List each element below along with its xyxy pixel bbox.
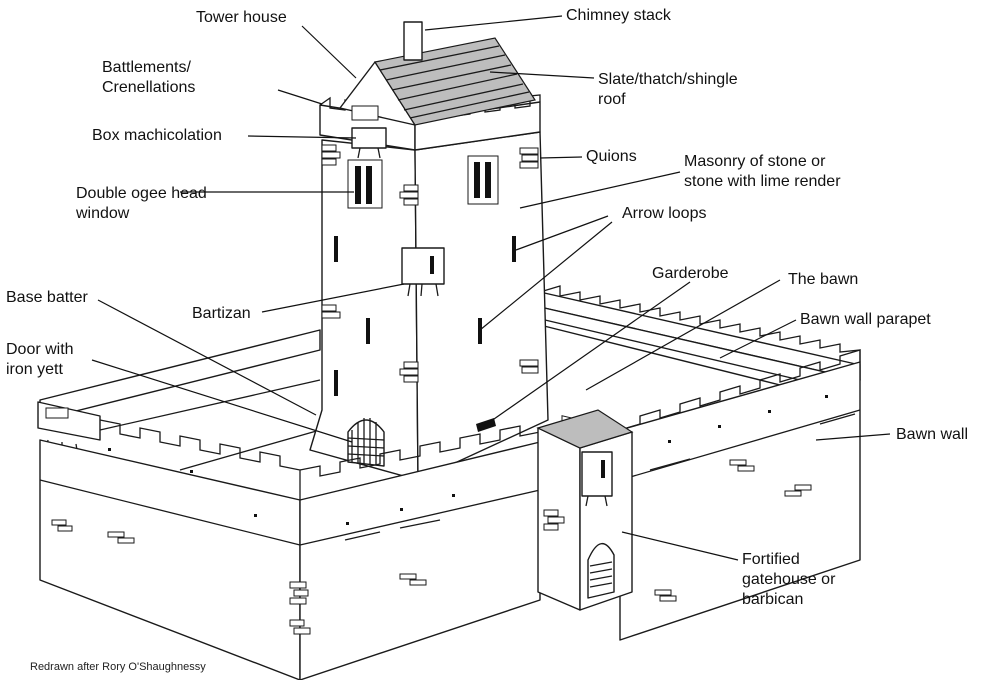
leader-tower-house (301, 25, 357, 79)
leader-lines (91, 15, 891, 561)
leader-chimney (424, 15, 563, 31)
roof-slates (379, 45, 530, 119)
bawn-wall-right (619, 349, 861, 641)
leader-arrow-loops-1 (515, 215, 609, 251)
label-battlements: Battlements/ Crenellations (102, 59, 196, 96)
label-door: Door with iron yett (6, 341, 74, 378)
label-arrow-loops: Arrow loops (622, 205, 707, 222)
label-masonry: Masonry of stone or stone with lime rend… (684, 153, 841, 190)
double-ogee-window (347, 155, 499, 209)
label-the-bawn: The bawn (788, 271, 859, 288)
leader-roof (489, 71, 595, 79)
leader-door (91, 359, 353, 443)
leader-bartizan (261, 283, 405, 313)
label-bartizan: Bartizan (192, 305, 251, 322)
credit-text: Redrawn after Rory O'Shaughnessy (30, 661, 206, 673)
leader-bawn-wall-parapet (719, 319, 797, 359)
label-base-batter: Base batter (6, 289, 88, 306)
label-quoins: Quions (586, 148, 637, 165)
label-box-machicolation: Box machicolation (92, 127, 222, 144)
brick-marks-right (654, 395, 828, 602)
leader-the-bawn (585, 279, 781, 391)
leader-garderobe (483, 281, 691, 427)
leader-gatehouse (621, 531, 739, 561)
door-iron-yett (347, 418, 385, 467)
label-window: Double ogee head window (76, 185, 207, 222)
gatehouse (536, 409, 634, 611)
quoins (321, 144, 539, 383)
label-roof: Slate/thatch/shingle roof (598, 71, 738, 108)
leader-battlements (277, 89, 323, 105)
leader-quoins (539, 156, 583, 159)
label-gatehouse: Fortified gatehouse or barbican (742, 551, 836, 608)
leader-box-machicolation (247, 135, 357, 139)
bawn-wall-front (37, 401, 541, 680)
label-bawn-wall: Bawn wall (896, 426, 969, 443)
leader-bawn-wall (815, 433, 891, 441)
brick-marks-front (51, 448, 455, 635)
leader-masonry (519, 171, 681, 209)
leader-base-batter (97, 299, 317, 416)
label-bawn-wall-parapet: Bawn wall parapet (800, 311, 931, 328)
label-garderobe: Garderobe (652, 265, 729, 282)
label-chimney-stack: Chimney stack (566, 7, 671, 24)
label-tower-house: Tower house (196, 9, 287, 26)
leader-arrow-loops-2 (479, 221, 613, 331)
tower-house (309, 21, 549, 481)
